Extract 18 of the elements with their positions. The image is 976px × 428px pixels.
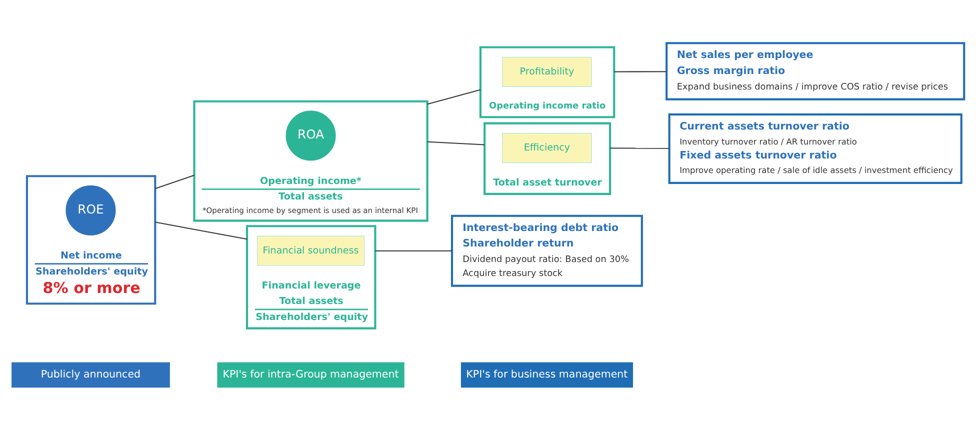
node-box: Financial soundness <box>256 235 365 266</box>
node-circle: ROE <box>66 184 116 235</box>
connector <box>614 70 666 72</box>
connector <box>375 250 452 251</box>
connector <box>427 140 485 145</box>
connector <box>427 88 481 104</box>
node-box: Net sales per employee Gross margin ratio Expand business domains / improve COS ratio / revise prices <box>666 42 966 100</box>
node-box: Current assets turnover ratio Inventory turnover ratio / AR turnover ratio Fixed assets turnover ratio Improve operating rate / sale of idle assets / investment efficiency <box>668 112 962 184</box>
connector <box>155 221 248 240</box>
connector <box>610 147 670 148</box>
node-box: Publicly announced <box>12 362 170 388</box>
node-box: Interest-bearing debt ratio Shareholder return Dividend payout ratio: Based on 30% Acquire treasury stock <box>450 214 643 286</box>
node-box: KPI's for business management <box>460 362 633 388</box>
node-circle: ROA <box>286 110 336 160</box>
connector <box>155 174 194 189</box>
node-box: Profitability <box>502 56 592 86</box>
node-box: KPI's for intra-Group management <box>217 362 404 388</box>
node-box: Efficiency <box>502 132 592 163</box>
